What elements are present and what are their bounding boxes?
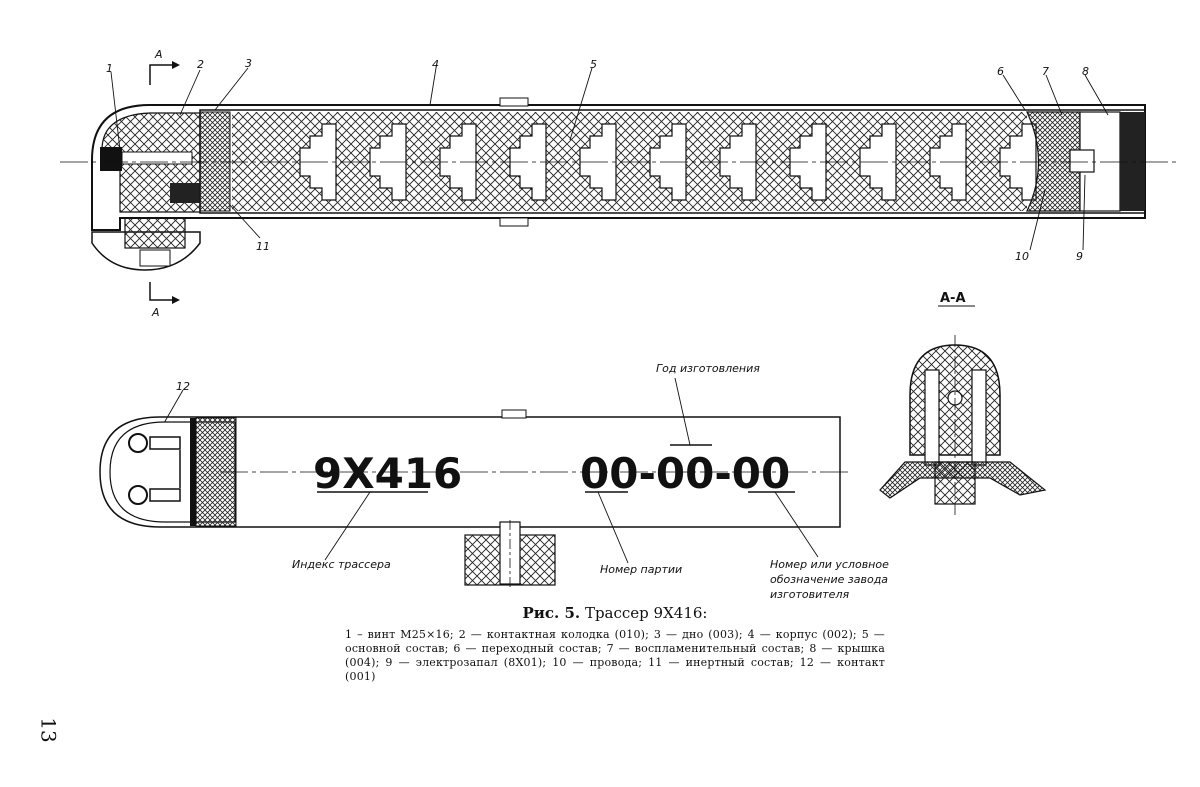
page-number: 13 xyxy=(36,717,61,743)
section-label: А xyxy=(151,306,160,319)
callout-3: 3 xyxy=(245,57,252,70)
longitudinal-section: А А xyxy=(60,48,1180,319)
callout-1: 1 xyxy=(106,62,113,75)
caption-title: Рис. 5. Трассер 9Х416: xyxy=(345,604,885,622)
plant-label-2: обозначение завода xyxy=(770,573,888,586)
caption-legend: 1 – винт М25×16; 2 — контактная колодка … xyxy=(345,628,885,683)
section-a-a: А-А xyxy=(879,291,1047,515)
callout-12: 12 xyxy=(176,380,190,393)
index-label: Индекс трассера xyxy=(292,558,391,571)
callout-5: 5 xyxy=(590,58,597,71)
section-mark-top: А xyxy=(149,48,180,85)
caption-fig-number: Рис. 5. xyxy=(522,604,581,622)
callout-6: 6 xyxy=(997,65,1004,78)
callout-11: 11 xyxy=(256,240,270,253)
leader-lines xyxy=(110,67,1109,431)
section-mark-bottom: А xyxy=(149,282,180,319)
year-label: Год изготовления xyxy=(656,362,760,375)
callout-2: 2 xyxy=(197,58,204,71)
callout-8: 8 xyxy=(1082,65,1089,78)
tracer-index-marking: 9Х416 xyxy=(313,449,462,498)
section-title: А-А xyxy=(940,291,966,306)
external-view: 9Х416 00-00-00 xyxy=(99,409,850,590)
callout-4: 4 xyxy=(432,58,439,71)
callout-labels: 1 2 3 4 5 6 7 8 9 10 11 12 xyxy=(106,57,1089,393)
tracer-code-marking: 00-00-00 xyxy=(580,449,790,498)
callout-10: 10 xyxy=(1015,250,1029,263)
callout-7: 7 xyxy=(1042,65,1049,78)
caption-fig-title: Трассер 9Х416: xyxy=(584,604,708,622)
callout-9: 9 xyxy=(1076,250,1083,263)
figure-caption: Рис. 5. Трассер 9Х416: 1 – винт М25×16; … xyxy=(345,604,885,684)
plant-label-1: Номер или условное xyxy=(770,558,889,571)
batch-label: Номер партии xyxy=(600,563,682,576)
annotation-leaders xyxy=(324,377,819,564)
plant-label-3: изготовителя xyxy=(770,588,849,601)
section-label: А xyxy=(154,48,163,61)
